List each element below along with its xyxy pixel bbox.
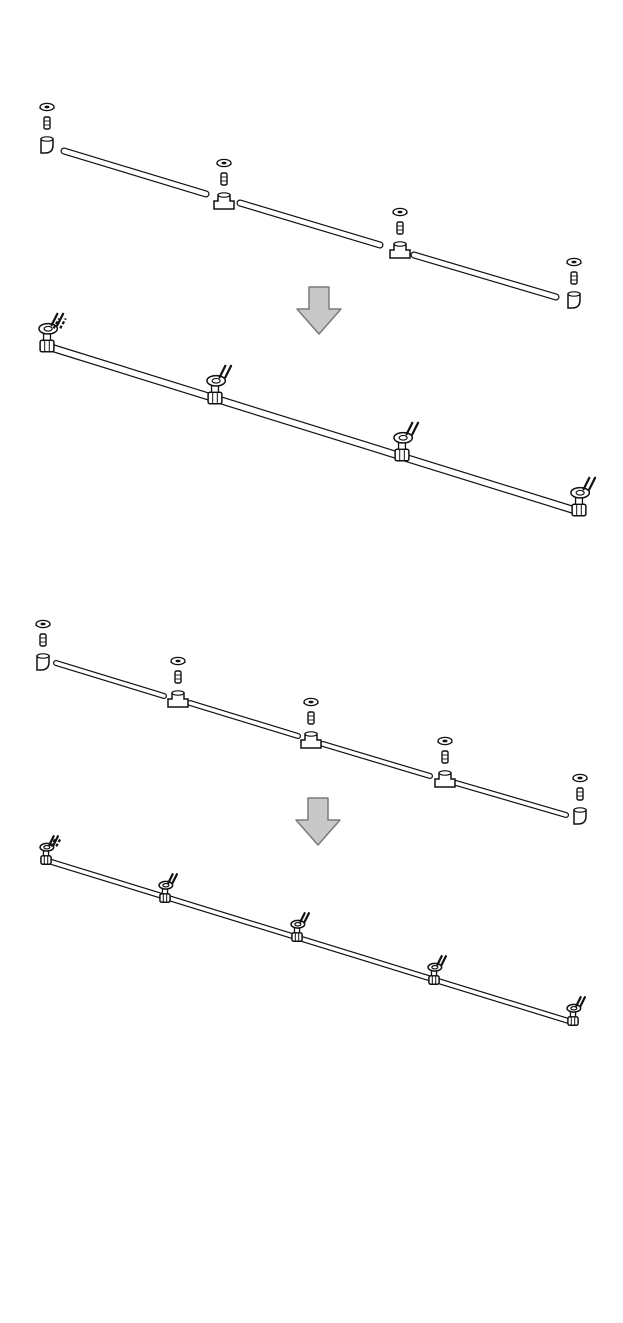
assembled-fitting-elbow bbox=[567, 997, 585, 1025]
screw-icon bbox=[581, 997, 585, 1006]
nipple-icon bbox=[175, 671, 181, 683]
flange-hole bbox=[175, 660, 180, 663]
tee-connector-icon bbox=[395, 449, 409, 461]
pipe bbox=[190, 703, 298, 736]
fitting-elbow bbox=[573, 774, 587, 824]
tee-connector-icon bbox=[160, 894, 170, 903]
screw-icon bbox=[300, 913, 304, 922]
nipple-icon bbox=[571, 272, 577, 284]
pipe-body bbox=[45, 860, 575, 1023]
pipe-body bbox=[64, 151, 206, 194]
screw-icon bbox=[589, 478, 595, 490]
assembled-fitting-tee bbox=[291, 913, 309, 941]
fitting-tee bbox=[214, 159, 234, 209]
fitting-tee bbox=[435, 737, 455, 787]
screw-icon bbox=[442, 956, 446, 965]
screw-icon bbox=[412, 423, 418, 435]
elbow-connector-icon bbox=[40, 340, 54, 352]
pipe bbox=[456, 783, 566, 815]
fitting-tee bbox=[390, 208, 410, 258]
fitting-elbow bbox=[567, 258, 581, 308]
flange-hole bbox=[442, 740, 447, 743]
assembled-rail-3-pipes bbox=[39, 314, 595, 516]
flange-hole bbox=[577, 777, 582, 780]
elbow-connector-icon bbox=[568, 1017, 578, 1026]
nipple-icon bbox=[577, 788, 583, 800]
nipple-icon bbox=[442, 751, 448, 763]
exploded-assembly-4-pipes bbox=[36, 620, 587, 824]
pipe-body bbox=[414, 255, 556, 297]
pipe bbox=[46, 346, 580, 512]
pipe-body bbox=[56, 663, 164, 696]
screw-icon bbox=[584, 478, 590, 490]
pipe-body bbox=[190, 703, 298, 736]
down-arrow-1 bbox=[297, 287, 341, 334]
tee-connector-icon bbox=[208, 392, 222, 404]
pipe bbox=[56, 663, 164, 696]
nipple-icon bbox=[40, 634, 46, 646]
tee-connector-icon bbox=[429, 976, 439, 985]
screw-icon bbox=[220, 366, 226, 378]
pipe bbox=[240, 203, 380, 245]
screw-icon bbox=[437, 956, 441, 965]
tee-connector-icon bbox=[292, 933, 302, 942]
nipple-icon bbox=[221, 173, 227, 185]
pipe bbox=[64, 151, 206, 194]
flange-hole bbox=[221, 162, 226, 165]
assembled-fitting-tee bbox=[394, 423, 418, 461]
down-arrow-icon bbox=[296, 798, 340, 845]
screw-icon bbox=[225, 366, 231, 378]
flange-hole bbox=[571, 261, 576, 264]
elbow-connector-icon bbox=[572, 504, 586, 516]
screw-icon bbox=[407, 423, 413, 435]
pipe bbox=[323, 744, 430, 776]
pipe-body bbox=[323, 744, 430, 776]
pipe bbox=[414, 255, 556, 297]
pipe-body bbox=[46, 346, 580, 512]
elbow-connector-icon bbox=[41, 856, 51, 865]
fitting-elbow bbox=[40, 103, 54, 153]
flange-hole bbox=[397, 211, 402, 214]
assembled-rail-4-pipes bbox=[40, 836, 585, 1025]
nipple-icon bbox=[397, 222, 403, 234]
nipple-icon bbox=[308, 712, 314, 724]
down-arrow-icon bbox=[297, 287, 341, 334]
screw-icon bbox=[305, 913, 309, 922]
nipple-icon bbox=[44, 117, 50, 129]
fitting-elbow bbox=[36, 620, 50, 670]
down-arrow-2 bbox=[296, 798, 340, 845]
assembled-fitting-tee bbox=[207, 366, 231, 404]
flange-hole bbox=[44, 106, 49, 109]
pipe-body bbox=[456, 783, 566, 815]
screw-icon bbox=[173, 874, 177, 883]
screw-icon bbox=[576, 997, 580, 1006]
pipe bbox=[45, 860, 575, 1023]
screw-icon bbox=[168, 874, 172, 883]
assembled-fitting-elbow bbox=[571, 478, 595, 516]
exploded-assembly-3-pipes bbox=[40, 103, 581, 308]
flange-hole bbox=[308, 701, 313, 704]
fitting-tee bbox=[301, 698, 321, 748]
pipe-body bbox=[240, 203, 380, 245]
fitting-tee bbox=[168, 657, 188, 707]
flange-hole bbox=[40, 623, 45, 626]
